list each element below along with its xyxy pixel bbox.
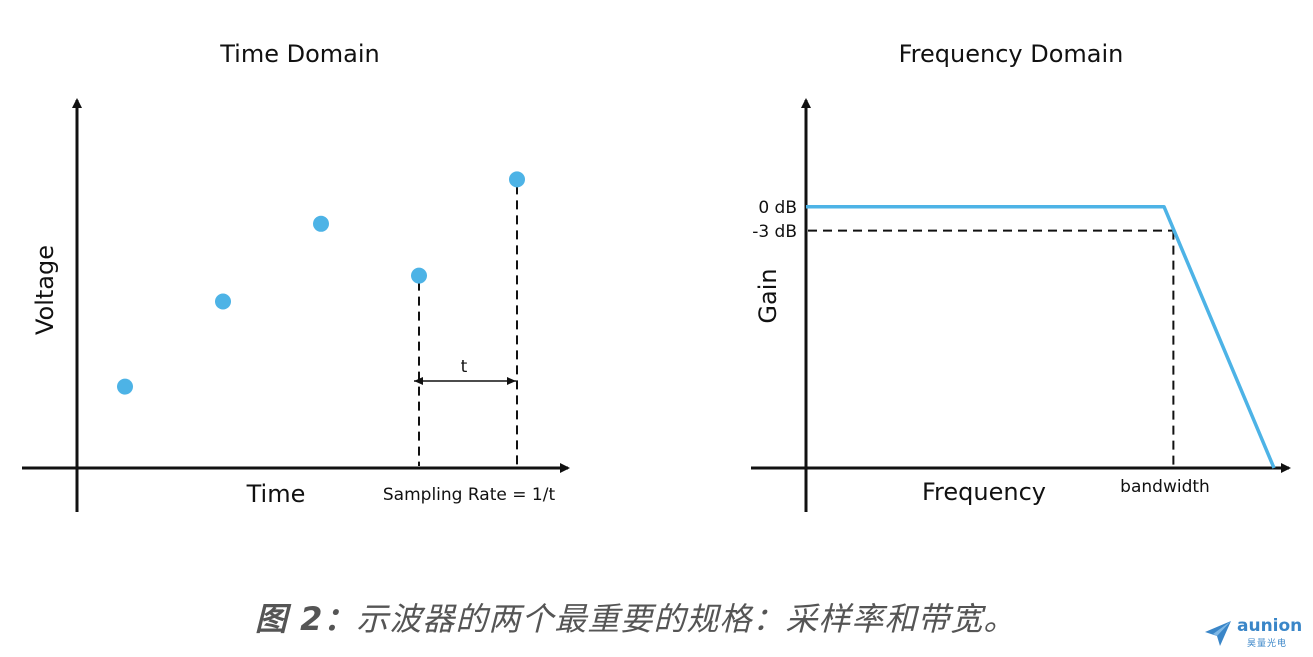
sample-point	[313, 215, 329, 232]
sample-point	[117, 378, 133, 395]
time-ylabel: Voltage	[31, 245, 59, 335]
bandwidth-label: bandwidth	[1120, 477, 1210, 497]
frequency-domain-title: Frequency Domain	[899, 40, 1124, 68]
level-label-0db: 0 dB	[758, 198, 797, 218]
time-domain-title: Time Domain	[219, 40, 380, 68]
freq-xlabel: Frequency	[922, 478, 1046, 506]
time-xlabel: Time	[246, 480, 306, 508]
caption-text: 示波器的两个最重要的规格：采样率和带宽。	[356, 600, 1017, 638]
brand-logo: aunion 昊量光电	[1203, 616, 1307, 652]
gain-response-curve	[806, 204, 1276, 469]
time-samples	[117, 171, 525, 466]
logo-name: aunion	[1237, 616, 1303, 636]
interval-label: t	[461, 357, 468, 377]
paper-plane-icon	[1205, 621, 1231, 646]
time-domain-panel: Time Domain Voltage Time t Sampling Rate…	[22, 40, 570, 512]
caption-prefix: 图 2：	[255, 600, 357, 638]
sampling-rate-label: Sampling Rate = 1/t	[383, 485, 556, 505]
logo-subtitle: 昊量光电	[1247, 639, 1288, 649]
sample-point	[411, 267, 427, 284]
level-label-minus3db: -3 dB	[752, 222, 797, 242]
sample-point	[509, 171, 525, 188]
figure-caption: 图 2：示波器的两个最重要的规格：采样率和带宽。	[255, 594, 1016, 640]
sample-point	[215, 293, 231, 310]
frequency-domain-panel: Frequency Domain Gain Frequency 0 dB -3 …	[751, 40, 1291, 512]
freq-ylabel: Gain	[754, 268, 782, 323]
